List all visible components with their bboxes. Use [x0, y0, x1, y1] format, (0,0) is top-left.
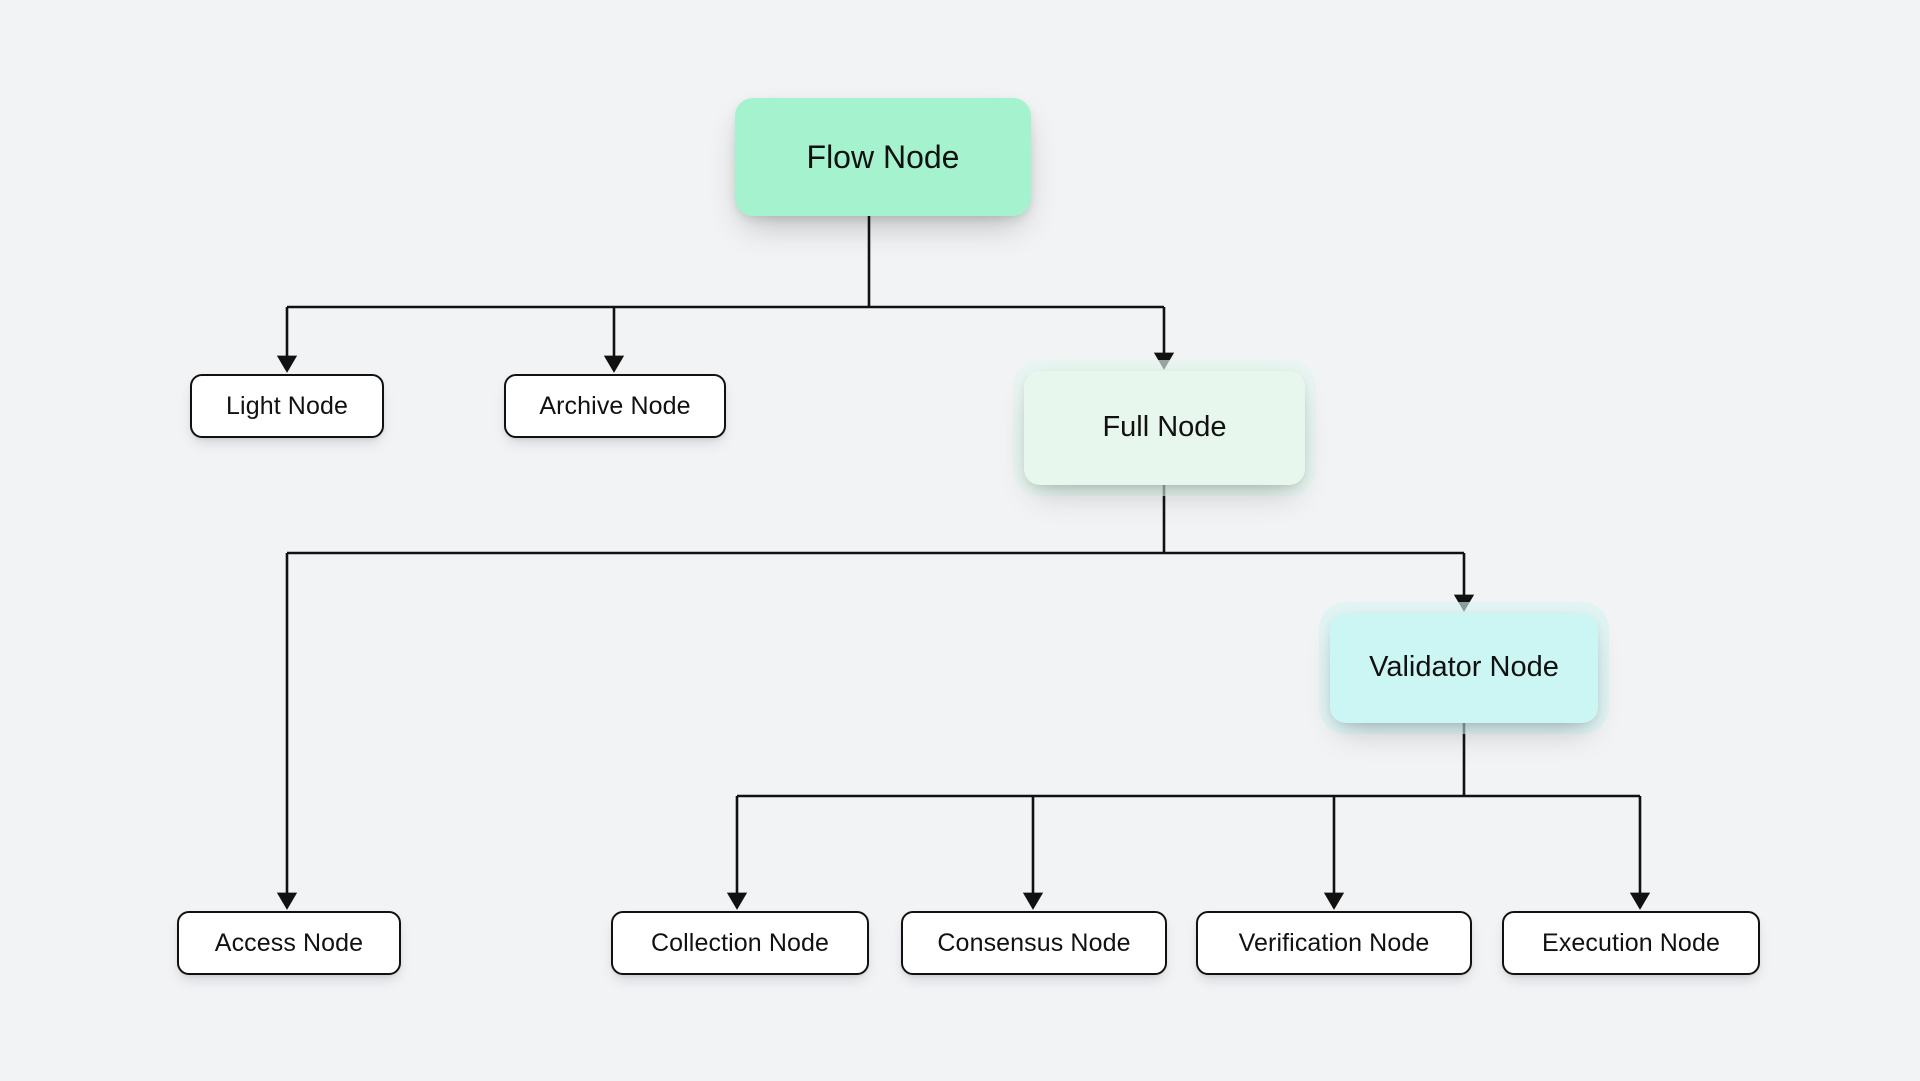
node-full-node[interactable]: Full Node	[1024, 371, 1305, 485]
node-archive-node-label: Archive Node	[539, 391, 691, 420]
node-consensus-node-label: Consensus Node	[937, 928, 1131, 957]
node-access-node[interactable]: Access Node	[177, 911, 401, 975]
node-validator-node-label: Validator Node	[1369, 651, 1559, 684]
node-full-node-label: Full Node	[1102, 411, 1227, 444]
node-execution-node-label: Execution Node	[1542, 928, 1720, 957]
node-consensus-node[interactable]: Consensus Node	[901, 911, 1167, 975]
node-archive-node[interactable]: Archive Node	[504, 374, 726, 438]
node-execution-node[interactable]: Execution Node	[1502, 911, 1760, 975]
node-flow-node[interactable]: Flow Node	[735, 98, 1031, 216]
node-verification-node[interactable]: Verification Node	[1196, 911, 1472, 975]
node-light-node[interactable]: Light Node	[190, 374, 384, 438]
node-access-node-label: Access Node	[214, 928, 364, 957]
node-validator-node[interactable]: Validator Node	[1330, 613, 1598, 723]
node-verification-node-label: Verification Node	[1238, 928, 1430, 957]
node-light-node-label: Light Node	[226, 391, 348, 420]
edge-flow-to-row1-bus	[287, 216, 1164, 309]
node-flow-node-label: Flow Node	[806, 138, 960, 175]
edge-full-to-row2-bus	[287, 485, 1464, 555]
node-collection-node[interactable]: Collection Node	[611, 911, 869, 975]
node-collection-node-label: Collection Node	[651, 928, 829, 957]
edge-validator-to-row3-bus	[737, 723, 1640, 798]
